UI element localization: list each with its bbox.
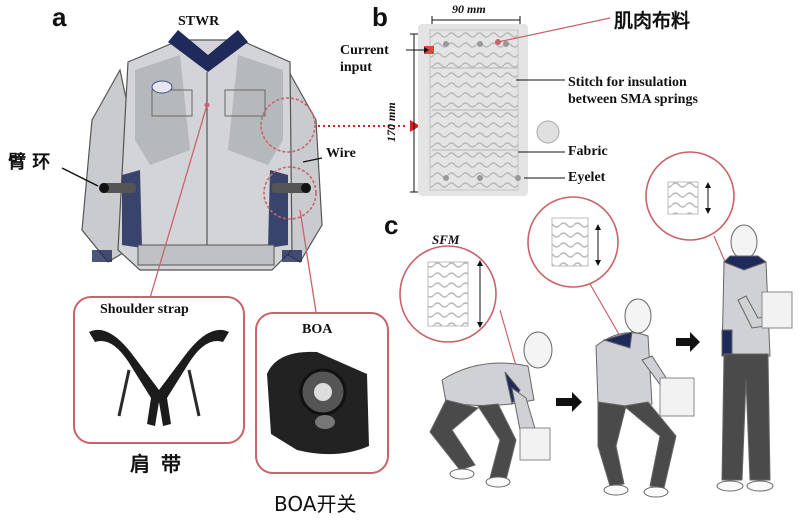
boa-highlight-circle [263, 166, 317, 220]
armband-label: 臂 环 [8, 152, 51, 173]
armband-left [99, 183, 136, 193]
step-arrow-1 [556, 392, 582, 412]
width-label: 90 mm [452, 2, 486, 16]
current-input-label: Current input [340, 43, 389, 75]
shoulder-strap-title: Shoulder strap [100, 302, 189, 317]
sfm-fabric-photo [418, 24, 560, 196]
sfm-stretched [427, 261, 469, 327]
figure-half-stand [595, 298, 695, 498]
shoulder-strap-caption: 肩 带 [130, 452, 183, 476]
figure-squat [429, 331, 553, 488]
panel-c-letter: c [384, 210, 399, 240]
wire-pointer [302, 157, 323, 163]
sfm-highlight-circle [260, 97, 316, 153]
boa-connector [299, 209, 317, 313]
fabric-label: Fabric [568, 144, 608, 159]
stitch-label: Stitch for insulation between SMA spring… [568, 75, 698, 107]
muscle-fabric-label: 肌肉布料 [614, 10, 691, 32]
figure-standing [716, 224, 793, 492]
eyelet-label: Eyelet [568, 170, 606, 185]
boa-image [267, 351, 369, 455]
shoulder-connector [149, 104, 208, 299]
wire-label: Wire [326, 146, 356, 161]
boa-box [255, 312, 389, 474]
step-arrow-2 [676, 332, 700, 352]
armband-right [272, 183, 311, 193]
stwr-label: STWR [178, 14, 220, 29]
shoulder-strap-image [89, 329, 229, 426]
boa-caption: BOA开关 [274, 492, 357, 516]
sfm-label: SFM [432, 232, 460, 247]
height-label: 170 mm [384, 102, 398, 142]
boa-title: BOA [302, 322, 333, 337]
panel-a-letter: a [52, 2, 67, 32]
stwr-jacket [81, 30, 323, 271]
panel-b-letter: b [372, 2, 388, 32]
shoulder-strap-box [73, 296, 245, 444]
armband-pointer [61, 167, 99, 187]
